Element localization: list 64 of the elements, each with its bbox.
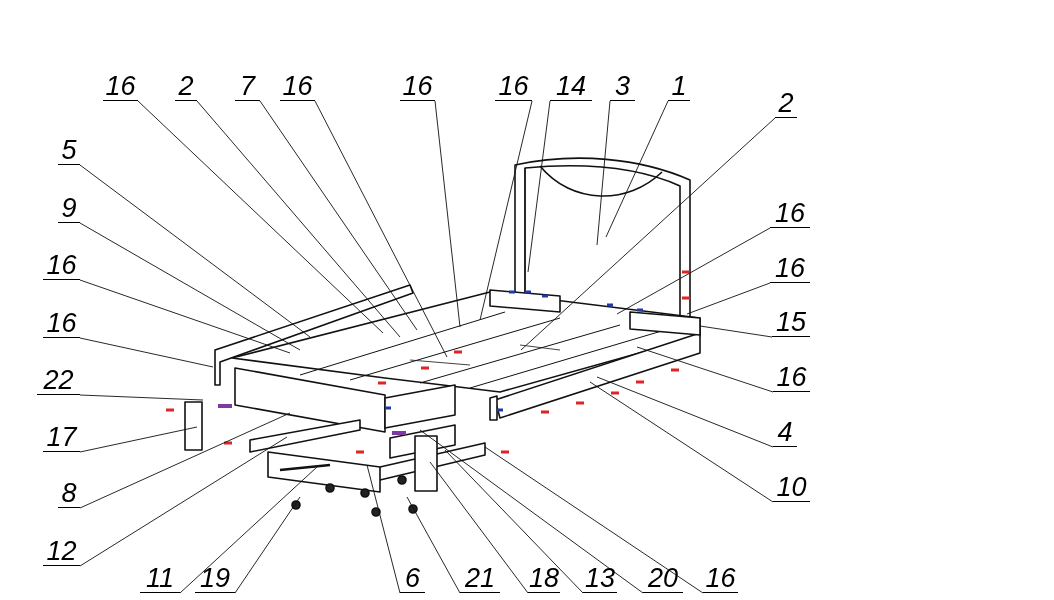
callout-number: 16	[770, 253, 810, 283]
leader-line	[636, 346, 774, 393]
leader-line	[596, 100, 611, 246]
callout-number: 7	[235, 71, 260, 101]
leader-line	[79, 426, 198, 453]
leader-line	[314, 100, 448, 358]
leader-line	[527, 100, 551, 273]
leader-line	[79, 337, 214, 368]
callout-number: 16	[770, 198, 810, 228]
callout-number: 16	[103, 71, 138, 101]
callout-number: 13	[583, 563, 617, 593]
leader-line	[79, 164, 311, 338]
leader-line	[79, 412, 291, 509]
callout-number: 16	[703, 563, 738, 593]
callout-number: 1	[668, 71, 690, 101]
callout-number: 16	[280, 71, 315, 101]
leader-line	[479, 100, 533, 321]
leader-line	[484, 446, 704, 594]
leader-line	[79, 436, 288, 567]
callout-number: 16	[43, 250, 80, 280]
callout-number: 2	[775, 88, 797, 118]
callout-number: 15	[772, 307, 810, 337]
leader-line	[520, 117, 776, 351]
callout-number: 11	[140, 563, 180, 593]
callout-number: 4	[773, 417, 797, 447]
leader-line	[444, 449, 584, 594]
callout-number: 14	[550, 71, 592, 101]
leader-line	[429, 461, 529, 594]
callout-number: 9	[58, 193, 80, 223]
callout-number: 19	[195, 563, 235, 593]
callout-number: 8	[58, 478, 80, 508]
leader-line	[419, 429, 644, 594]
leader-line	[79, 222, 301, 351]
callout-number: 16	[400, 71, 435, 101]
callout-number: 16	[495, 71, 532, 101]
callout-number: 3	[610, 71, 635, 101]
leader-line	[366, 464, 401, 594]
callout-number: 22	[37, 365, 80, 395]
leader-line	[79, 279, 291, 354]
leader-line	[179, 466, 318, 594]
leader-line	[196, 100, 401, 338]
leader-line	[137, 100, 384, 334]
leader-line	[686, 282, 771, 315]
callout-number: 5	[58, 135, 80, 165]
leader-line	[589, 381, 774, 503]
leader-line	[434, 100, 461, 328]
leader-line	[79, 394, 204, 401]
callout-number: 21	[460, 563, 500, 593]
callout-number: 16	[773, 362, 810, 392]
leader-line	[259, 100, 418, 331]
callout-number: 2	[175, 71, 197, 101]
callout-number: 17	[43, 422, 80, 452]
leader-line	[605, 100, 669, 238]
callout-number: 20	[643, 563, 683, 593]
callout-number: 6	[400, 563, 425, 593]
leader-line	[406, 496, 461, 594]
callout-number: 18	[528, 563, 560, 593]
leader-line	[699, 325, 773, 338]
leader-line	[234, 496, 301, 594]
leader-line	[596, 376, 774, 448]
leader-line	[616, 227, 771, 315]
callout-number: 16	[43, 308, 80, 338]
callout-number: 10	[773, 472, 810, 502]
callout-number: 12	[43, 536, 80, 566]
